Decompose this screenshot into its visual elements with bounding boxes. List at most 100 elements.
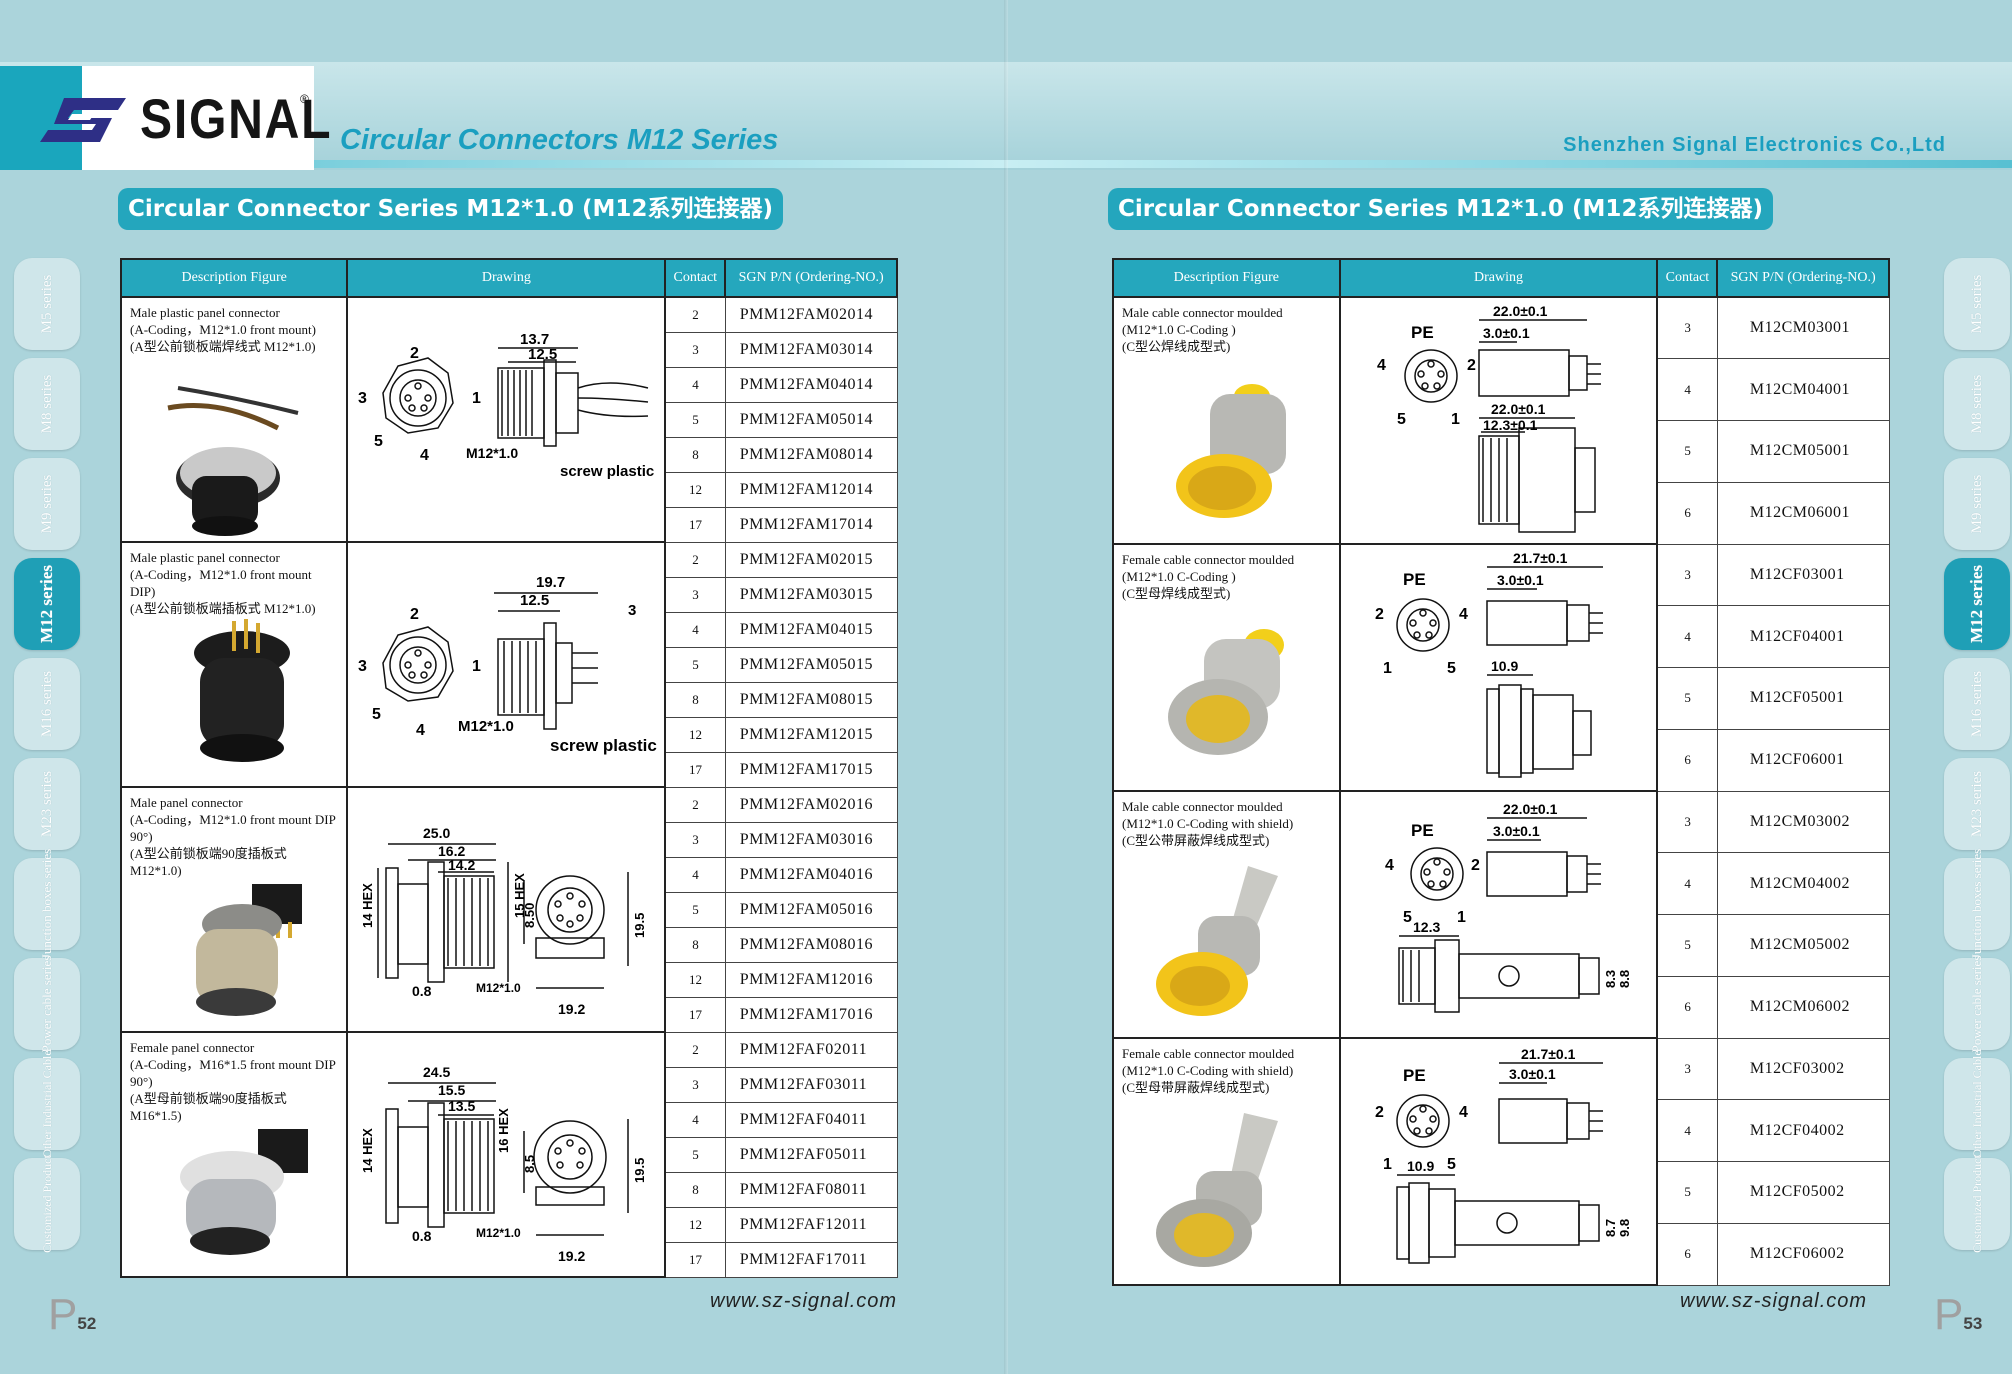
svg-text:1: 1 — [1383, 1156, 1392, 1173]
svg-text:12.3±0.1: 12.3±0.1 — [1483, 417, 1538, 433]
svg-text:2: 2 — [1467, 357, 1476, 374]
svg-text:13.7: 13.7 — [520, 331, 549, 348]
side-tab-customized[interactable]: Customized Product — [1944, 1155, 2010, 1253]
left-spec-table: Description Figure Drawing Contact SGN P… — [119, 258, 898, 1278]
side-tab-power[interactable]: Power cable series — [14, 956, 80, 1052]
side-tab-m8[interactable]: M8 series — [14, 358, 80, 450]
product-description: Female panel connector(A-Coding，M16*1.5 … — [119, 1031, 349, 1278]
svg-text:19.2: 19.2 — [558, 1248, 585, 1264]
side-tab-m5[interactable]: M5 series — [1944, 258, 2010, 350]
svg-text:3: 3 — [358, 390, 367, 407]
svg-text:4: 4 — [1377, 357, 1386, 374]
part-number: PMM12FAF08011 — [724, 1171, 898, 1208]
side-tab-m16[interactable]: M16 series — [14, 658, 80, 750]
part-number: PMM12FAM12014 — [724, 471, 898, 508]
side-tab-m5[interactable]: M5 series — [14, 258, 80, 350]
page-number-left: P52 — [48, 1290, 97, 1339]
part-number: PMM12FAM02014 — [724, 296, 898, 333]
technical-drawing: PE 21.7±0.1 3.0±0.1 10.9 2 4 1 5 — [1338, 543, 1659, 792]
drawing-panel-mount: 13.7 12.5 2 3 1 5 4 M12*1.0 screw plasti… — [358, 331, 654, 480]
table-header-row: Description Figure Drawing Contact SGN P… — [119, 258, 898, 298]
svg-text:4: 4 — [1459, 1104, 1468, 1121]
svg-text:0.8: 0.8 — [412, 983, 432, 999]
table-row: Male plastic panel connector(A-Coding，M1… — [119, 541, 898, 788]
part-number: M12CM04002 — [1716, 852, 1890, 915]
drawing-female-right-angle: 24.5 15.5 13.5 0.8 M12*1.0 19.2 14 HEX 1… — [360, 1064, 647, 1264]
table-row: Male cable connector moulded(M12*1.0 C-C… — [1112, 296, 1890, 545]
connector-photo-icon — [1156, 866, 1278, 1016]
part-number: PMM12FAM02016 — [724, 786, 898, 823]
col-contact: Contact — [664, 258, 727, 298]
part-number: M12CF05001 — [1716, 667, 1890, 730]
side-tab-m8[interactable]: M8 series — [1944, 358, 2010, 450]
svg-text:2: 2 — [1471, 857, 1480, 874]
side-tab-m9[interactable]: M9 series — [1944, 458, 2010, 550]
website-link[interactable]: www.sz-signal.com — [710, 1290, 898, 1312]
technical-drawing: PE 22.0±0.1 3.0±0.1 12.3 8.3 8.8 4 2 5 1 — [1338, 790, 1659, 1039]
side-tab-industrial[interactable]: Other Industrial Cable — [1944, 1050, 2010, 1158]
svg-text:25.0: 25.0 — [423, 825, 450, 841]
svg-text:3.0±0.1: 3.0±0.1 — [1497, 572, 1544, 588]
side-tab-m12[interactable]: M12 series — [14, 558, 80, 650]
table-row: 4 M12CM04002 — [1113, 852, 1890, 915]
svg-text:12.5: 12.5 — [520, 592, 549, 609]
svg-text:PE: PE — [1411, 323, 1434, 342]
svg-text:19.5: 19.5 — [632, 913, 647, 938]
side-tab-m12[interactable]: M12 series — [1944, 558, 2010, 650]
svg-text:5: 5 — [374, 433, 383, 450]
table-row: Male plastic panel connector(A-Coding，M1… — [119, 296, 898, 543]
side-tab-power[interactable]: Power cable series — [1944, 956, 2010, 1052]
product-description: Male plastic panel connector(A-Coding，M1… — [119, 541, 349, 788]
part-number: PMM12FAM03016 — [724, 821, 898, 858]
side-tab-junction[interactable]: Junction boxes series — [1944, 849, 2010, 959]
side-tab-m23[interactable]: M23 series — [1944, 758, 2010, 850]
part-number: PMM12FAM05015 — [724, 646, 898, 683]
svg-text:5: 5 — [1397, 411, 1406, 428]
side-tab-industrial[interactable]: Other Industrial Cable — [14, 1050, 80, 1158]
svg-text:19.7: 19.7 — [536, 574, 565, 591]
svg-text:1: 1 — [472, 390, 481, 407]
part-number: M12CF04001 — [1716, 605, 1890, 668]
svg-text:24.5: 24.5 — [423, 1064, 450, 1080]
part-number: PMM12FAM05016 — [724, 891, 898, 928]
col-part-number: SGN P/N (Ordering-NO.) — [1716, 258, 1890, 298]
svg-text:2: 2 — [1375, 606, 1384, 623]
side-tab-m16[interactable]: M16 series — [1944, 658, 2010, 750]
website-link[interactable]: www.sz-signal.com — [1680, 1290, 1868, 1312]
part-number: PMM12FAF17011 — [724, 1241, 898, 1278]
part-number: M12CF06001 — [1716, 728, 1890, 792]
svg-text:9.8: 9.8 — [1617, 1219, 1632, 1237]
registered-mark: ® — [300, 92, 309, 106]
part-number: PMM12FAM12016 — [724, 961, 898, 998]
table-row: Female cable connector moulded(M12*1.0 C… — [1112, 1037, 1890, 1286]
series-title: Circular Connectors M12 Series — [340, 124, 779, 156]
svg-text:2: 2 — [410, 606, 419, 623]
page-gutter — [1004, 0, 1008, 1374]
part-number: PMM12FAM04015 — [724, 611, 898, 648]
side-tab-customized[interactable]: Customized Product — [14, 1155, 80, 1253]
company-name: Shenzhen Signal Electronics Co.,Ltd — [1563, 134, 1946, 156]
side-tab-junction[interactable]: Junction boxes series — [14, 849, 80, 959]
side-tab-m23[interactable]: M23 series — [14, 758, 80, 850]
svg-text:22.0±0.1: 22.0±0.1 — [1493, 303, 1548, 319]
part-number: PMM12FAM04014 — [724, 366, 898, 403]
side-tab-m9[interactable]: M9 series — [14, 458, 80, 550]
svg-text:3.0±0.1: 3.0±0.1 — [1509, 1066, 1556, 1082]
product-description: Female cable connector moulded(M12*1.0 C… — [1112, 543, 1341, 792]
svg-text:screw plastic: screw plastic — [550, 736, 657, 755]
svg-text:4: 4 — [1385, 857, 1394, 874]
brand-name: SIGNAL — [140, 87, 333, 150]
